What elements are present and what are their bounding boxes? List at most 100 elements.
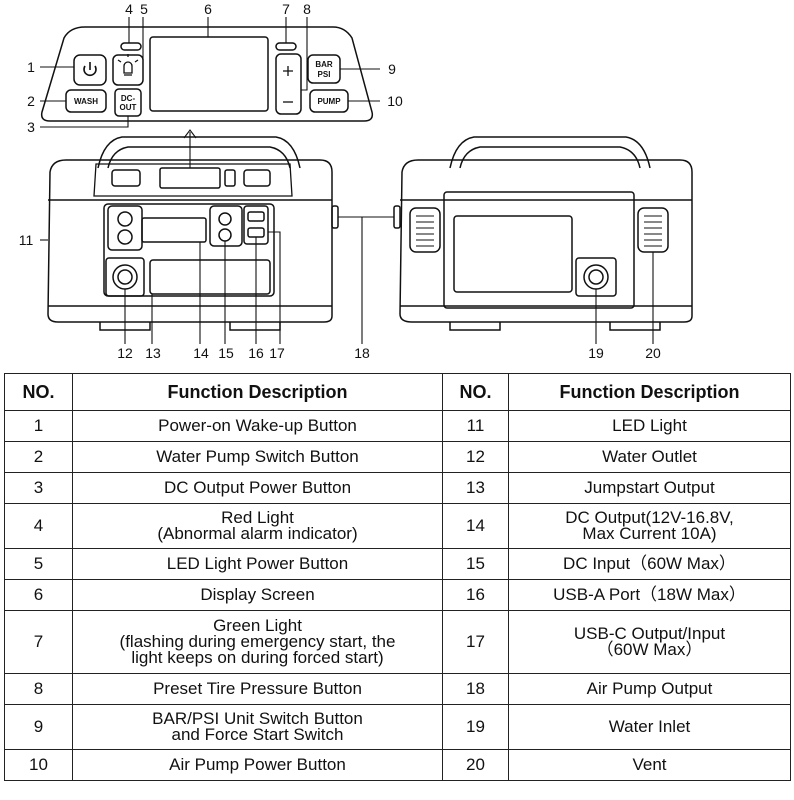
plus-icon [283,66,293,76]
desc-line: DC Output(12V-16.8V, [565,508,734,527]
desc-line: Air Pump Output [586,679,713,698]
row-desc-right: Vent [508,749,791,781]
row-desc-left: Green Light(flashing during emergency st… [72,610,443,674]
desc-line: DC Output Power Button [163,478,352,497]
callout-2: 2 [27,93,35,109]
row-no-right: 16 [442,579,509,611]
handle-back [449,136,651,169]
pump-label: PUMP [317,97,341,106]
row-no-left: 2 [4,441,73,473]
led-light-button [112,54,144,86]
row-desc-right: Water Inlet [508,704,791,750]
callout-13: 13 [145,345,161,361]
desc-line: Preset Tire Pressure Button [153,679,362,698]
row-no-right: 18 [442,673,509,705]
table-row: 1 Power-on Wake-up Button 11 LED Light [4,410,791,442]
row-no-right: 17 [442,610,509,674]
callout-16: 16 [248,345,264,361]
desc-line: USB-C Output/Input [573,624,726,643]
row-desc-right: Water Outlet [508,441,791,473]
red-light-indicator [120,42,142,51]
row-no-left: 9 [4,704,73,750]
row-no-left: 3 [4,472,73,504]
table-row: 2 Water Pump Switch Button 12 Water Outlet [4,441,791,473]
desc-line: (Abnormal alarm indicator) [157,524,358,543]
diagram-svg: WASH DC- OUT BAR PSI PUMP 1 2 3 4 5 6 7 … [19,1,693,361]
desc-line: (flashing during emergency start, the [119,632,396,651]
bar-label: BAR [315,60,333,69]
row-desc-left: Display Screen [72,579,443,611]
desc-line: BAR/PSI Unit Switch Button [152,709,363,728]
back-view [393,136,693,331]
callout-1: 1 [27,59,35,75]
row-desc-left: Air Pump Power Button [72,749,443,781]
desc-line: LED Light [612,416,687,435]
row-no-right: 20 [442,749,509,781]
callout-6: 6 [204,1,212,17]
desc-line: Green Light [213,616,302,635]
desc-line: LED Light Power Button [166,554,349,573]
front-body [47,159,333,323]
desc-line: Power-on Wake-up Button [158,416,357,435]
row-desc-right: DC Input（60W Max） [508,548,791,580]
row-desc-left: Water Pump Switch Button [72,441,443,473]
display-screen [149,36,269,112]
row-no-left: 8 [4,673,73,705]
header-desc-right: Function Description [508,373,791,411]
row-no-left: 6 [4,579,73,611]
callout-20: 20 [645,345,661,361]
callout-12: 12 [117,345,133,361]
row-no-left: 4 [4,503,73,549]
row-no-right: 15 [442,548,509,580]
row-desc-right: USB-A Port（18W Max） [508,579,791,611]
row-no-left: 1 [4,410,73,442]
desc-line: （60W Max） [596,640,703,659]
row-desc-right: DC Output(12V-16.8V,Max Current 10A) [508,503,791,549]
callout-19: 19 [588,345,604,361]
callout-18: 18 [354,345,370,361]
row-no-right: 13 [442,472,509,504]
callout-3: 3 [27,119,35,135]
row-desc-left: Preset Tire Pressure Button [72,673,443,705]
row-no-right: 14 [442,503,509,549]
row-desc-left: Power-on Wake-up Button [72,410,443,442]
dc-out-label-2: OUT [120,103,137,112]
row-desc-right: USB-C Output/Input（60W Max） [508,610,791,674]
power-button [73,54,107,86]
callout-7: 7 [282,1,290,17]
desc-line: light keeps on during forced start) [131,648,384,667]
row-no-right: 12 [442,441,509,473]
psi-label: PSI [318,70,331,79]
wash-label: WASH [74,97,98,106]
desc-line: DC Input（60W Max） [563,554,736,573]
callout-14: 14 [193,345,209,361]
function-table: NO. Function Description NO. Function De… [4,373,791,781]
vent-right [637,207,669,253]
callout-10: 10 [387,93,403,109]
desc-line: Water Pump Switch Button [156,447,359,466]
desc-line: Vent [632,755,667,774]
desc-line: Red Light [221,508,294,527]
callout-4: 4 [125,1,133,17]
front-view [47,136,339,331]
callout-11: 11 [19,232,34,248]
row-desc-left: DC Output Power Button [72,472,443,504]
handle-front [97,136,301,169]
header-desc-left: Function Description [72,373,443,411]
row-no-right: 11 [442,410,509,442]
desc-line: USB-A Port（18W Max） [553,585,746,604]
desc-line: Water Outlet [602,447,697,466]
desc-line: Water Inlet [608,717,691,736]
row-desc-right: Jumpstart Output [508,472,791,504]
callout-15: 15 [218,345,234,361]
callout-5: 5 [140,1,148,17]
preset-pressure-button [275,53,302,115]
desc-line: Jumpstart Output [584,478,715,497]
row-desc-left: Red Light(Abnormal alarm indicator) [72,503,443,549]
row-no-right: 19 [442,704,509,750]
